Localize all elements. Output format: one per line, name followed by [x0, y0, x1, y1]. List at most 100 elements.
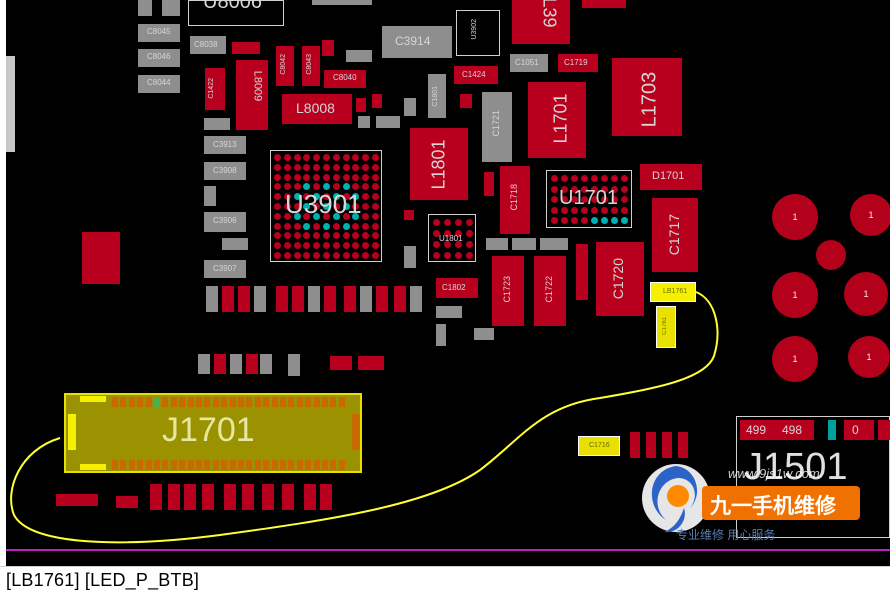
bga-ball[interactable] — [352, 163, 360, 171]
bga-ball[interactable] — [362, 232, 370, 240]
connector-pin[interactable] — [271, 460, 278, 470]
pad[interactable] — [138, 0, 152, 16]
bga-ball[interactable] — [362, 183, 370, 191]
connector-pin[interactable] — [322, 460, 328, 470]
component-c3914[interactable]: C3914 — [382, 26, 452, 58]
component-l8008[interactable]: L8008 — [282, 94, 352, 124]
component-c1717[interactable]: C1717 — [652, 198, 698, 272]
component-c1723[interactable]: C1723 — [492, 256, 524, 326]
connector-pin[interactable] — [263, 397, 270, 407]
bga-ball[interactable] — [372, 193, 379, 201]
connector-end-pad[interactable] — [80, 464, 106, 470]
bga-ball[interactable] — [283, 252, 291, 259]
bga-ball[interactable] — [621, 175, 628, 182]
bga-ball[interactable] — [313, 173, 321, 181]
component-c3913[interactable]: C3913 — [204, 136, 246, 154]
bga-ball[interactable] — [581, 196, 588, 203]
pad[interactable] — [56, 494, 78, 506]
connector-pin[interactable] — [179, 460, 186, 470]
bga-ball[interactable] — [303, 173, 311, 181]
bga-ball[interactable] — [352, 252, 360, 259]
component-l1703[interactable]: L1703 — [612, 58, 682, 136]
bga-ball[interactable] — [342, 183, 350, 191]
connector-pin[interactable] — [204, 397, 211, 407]
bga-ball[interactable] — [342, 222, 350, 230]
pad[interactable] — [246, 354, 258, 374]
bga-ball[interactable] — [466, 252, 473, 259]
pad[interactable] — [540, 238, 568, 250]
connector-pin[interactable] — [137, 397, 144, 407]
pad[interactable] — [304, 484, 316, 510]
connector-pin[interactable] — [305, 397, 312, 407]
bga-ball[interactable] — [323, 193, 330, 201]
bga-ball[interactable] — [342, 173, 350, 181]
pad[interactable] — [486, 238, 508, 250]
bga-ball[interactable] — [303, 232, 311, 240]
bga-ball[interactable] — [313, 154, 321, 161]
connector-pin[interactable] — [271, 397, 278, 407]
pad[interactable] — [116, 496, 138, 508]
bga-ball[interactable] — [362, 252, 370, 259]
connector-pin[interactable] — [313, 397, 320, 407]
pad-499[interactable]: 499 — [740, 420, 780, 440]
component-c1422[interactable]: C1422 — [205, 68, 225, 110]
pad[interactable] — [344, 286, 356, 312]
bga-ball[interactable] — [303, 242, 311, 250]
bga-ball[interactable] — [561, 196, 568, 203]
bga-ball[interactable] — [332, 183, 340, 191]
bga-ball[interactable] — [433, 219, 440, 226]
bga-ball[interactable] — [283, 193, 291, 201]
bga-ball[interactable] — [352, 212, 360, 220]
connector-pin[interactable] — [254, 397, 261, 407]
bga-ball[interactable] — [293, 183, 301, 191]
pad[interactable] — [372, 94, 382, 108]
bga-ball[interactable] — [591, 196, 598, 203]
bga-ball[interactable] — [581, 185, 588, 193]
component-c8044[interactable]: C8044 — [138, 75, 180, 93]
bga-ball[interactable] — [313, 193, 321, 201]
bga-ball[interactable] — [601, 217, 608, 224]
bga-ball[interactable] — [433, 252, 440, 259]
bga-ball[interactable] — [293, 232, 301, 240]
bga-ball[interactable] — [323, 232, 330, 240]
pad[interactable] — [224, 484, 236, 510]
bga-ball[interactable] — [372, 252, 379, 259]
bga-ball[interactable] — [274, 193, 281, 201]
bga-ball[interactable] — [372, 222, 379, 230]
bga-ball[interactable] — [293, 212, 301, 220]
bga-ball[interactable] — [621, 217, 628, 224]
bga-ball[interactable] — [611, 175, 618, 182]
bga-ball[interactable] — [372, 242, 379, 250]
component-c8046[interactable]: C8046 — [138, 49, 180, 67]
connector-pin[interactable] — [296, 460, 303, 470]
component-c1722[interactable]: C1722 — [534, 256, 566, 326]
bga-ball[interactable] — [466, 219, 473, 226]
bga-ball[interactable] — [352, 242, 360, 250]
pad[interactable] — [356, 98, 366, 112]
pad[interactable] — [168, 484, 180, 510]
component-c1802[interactable]: C1802 — [436, 278, 478, 298]
bga-ball[interactable] — [455, 230, 462, 237]
pad[interactable] — [242, 484, 254, 510]
bga-ball[interactable] — [551, 206, 558, 214]
bga-ball[interactable] — [323, 203, 330, 210]
pad[interactable] — [322, 40, 334, 56]
pad[interactable] — [436, 306, 462, 318]
mounting-hole[interactable]: 1 — [772, 272, 818, 318]
bga-ball[interactable] — [581, 217, 588, 224]
connector-pin[interactable] — [212, 460, 219, 470]
component-c8040[interactable]: C8040 — [324, 70, 366, 88]
component-c1801[interactable]: C1801 — [428, 74, 446, 118]
bga-ball[interactable] — [313, 163, 321, 171]
bga-ball[interactable] — [362, 212, 370, 220]
bga-ball[interactable] — [342, 252, 350, 259]
connector-pin[interactable] — [196, 397, 202, 407]
connector-pin[interactable] — [338, 460, 345, 470]
bga-ball[interactable] — [601, 196, 608, 203]
bga-ball[interactable] — [274, 212, 281, 220]
bga-ball[interactable] — [323, 183, 330, 191]
pad-498[interactable]: 498 — [780, 420, 814, 440]
connector-pin[interactable] — [187, 397, 194, 407]
component-c1718[interactable]: C1718 — [500, 166, 530, 234]
connector-pin[interactable] — [128, 397, 135, 407]
